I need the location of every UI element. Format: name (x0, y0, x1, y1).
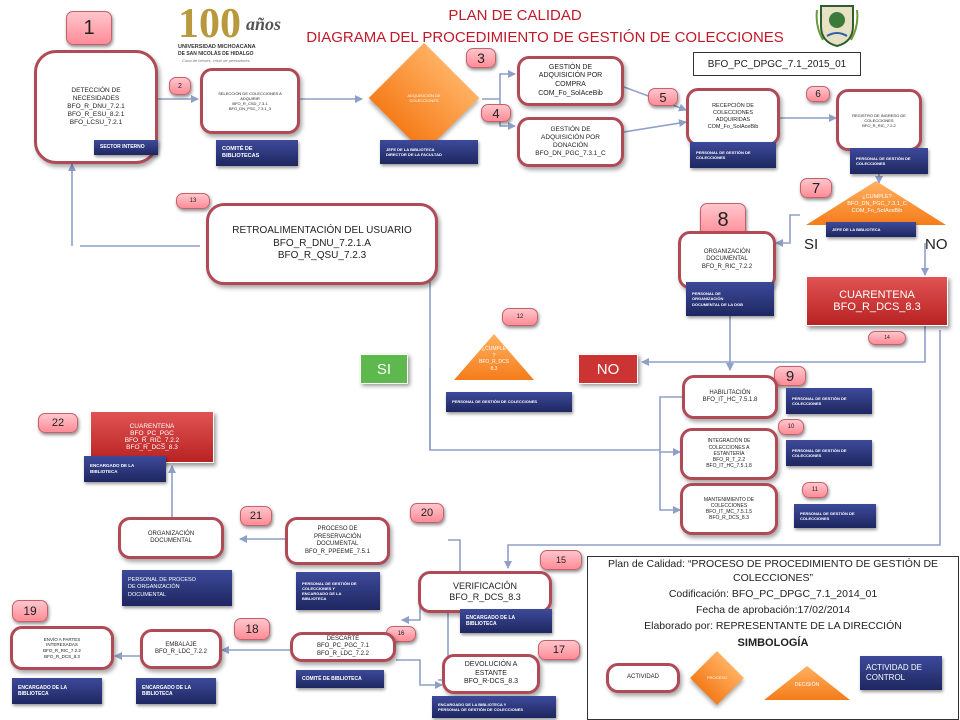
node-cuarentena-22: CUARENTENA BFO_PC_PGC BFO_R_RIC_7.2.2 BF… (90, 411, 214, 463)
role-personal-gestion-12: PERSONAL DE GESTIÓN DE COLECCIONES (446, 392, 572, 412)
legend-decision-shape (764, 666, 850, 700)
role-personal-proceso-21: PERSONAL DE PROCESO DE ORGANIZACIÓN DOCU… (122, 570, 232, 606)
logo-univ-line2: DE SAN NICOLÁS DE HIDALGO (178, 51, 254, 57)
node-envio-partes: ENVÍO A PARTES INTERESADAS BFO_R_RIC_7.2… (10, 626, 114, 670)
arrow-10-11 (659, 452, 681, 514)
node-adquisicion-compra: GESTIÓN DE ADQUISICIÓN POR COMPRA COM_Fo… (517, 56, 624, 106)
node-devolucion-estante: DEVOLUCIÓN A ESTANTE BFO_R-DCS_8.3 (442, 654, 540, 694)
badge-12: 12 (502, 308, 538, 326)
node-descarte: DESCARTE BFO_PC_PGC_7.1 BFO_R_LDC_7.2.2 (290, 632, 396, 662)
badge-13: 13 (176, 193, 210, 209)
role-comite-16: COMITÉ DE BIBLIOTECA (296, 670, 384, 688)
badge-3: 3 (466, 48, 496, 68)
role-jefe-biblioteca-7: JEFE DE LA BIBLIOTECA (826, 222, 916, 237)
node-verificacion: VERIFICACIÓN BFO_R_DCS_8.3 (418, 571, 552, 613)
legend-proceso-label: PROCESO (706, 675, 727, 680)
plan-info-line3: Fecha de aprobación:17/02/2014 (695, 604, 851, 616)
role-encargado-18: ENCARGADO DE LA BIBLIOTECA (136, 678, 216, 704)
label-no-7: NO (925, 236, 948, 253)
node-recepcion-colecciones: RECEPCIÓN DE COLECCIONES ADQUIRIDAS COM_… (686, 88, 780, 146)
badge-17: 17 (538, 640, 580, 660)
node-organizacion-documental-21: ORGANIZACIÓN DOCUMENTAL (118, 517, 224, 559)
page-subtitle: DIAGRAMA DEL PROCEDIMIENTO DE GESTIÓN DE… (306, 29, 784, 46)
role-personal-gestion-9: PERSONAL DE GESTIÓN DE COLECCIONES (786, 388, 872, 414)
logo-number: 100 (178, 1, 241, 47)
badge-19: 19 (12, 600, 48, 622)
page-title: PLAN DE CALIDAD (448, 7, 582, 24)
node-retroalimentacion-usuario: RETROALIMENTACIÓN DEL USUARIO BFO_R_DNU_… (206, 203, 438, 285)
arrow-15-20 (448, 539, 461, 577)
plan-info-line1: Plan de Calidad: “PROCESO DE PROCEDIMIEN… (607, 558, 939, 584)
arrow-loop-right (504, 330, 941, 569)
badge-11: 11 (802, 482, 828, 498)
node-registro-ingreso: REGISTRO DE INGRESO DE COLECCIONES BFO_R… (836, 89, 922, 151)
node-embalaje: EMBALAJE BFO_R_LDC_7.2.2 (140, 629, 222, 669)
badge-14: 14 (868, 331, 906, 345)
badge-20: 20 (410, 503, 444, 523)
badge-9: 9 (774, 366, 806, 386)
logo-univ-line1: UNIVERSIDAD MICHOACANA (178, 44, 256, 50)
role-personal-gestion-10: PERSONAL DE GESTIÓN DE COLECCIONES (786, 440, 872, 466)
badge-6: 6 (806, 86, 830, 102)
badge-18: 18 (234, 618, 270, 640)
label-si-7: SI (804, 236, 819, 253)
badge-5: 5 (648, 88, 678, 106)
badge-15: 15 (540, 550, 582, 570)
decision-cumple-12-label: ¿CUMPLE ? BFO_R_DCS 8.3 (478, 346, 509, 372)
badge-2: 2 (169, 77, 191, 95)
university-logo: 100 años UNIVERSIDAD MICHOACANA DE SAN N… (176, 1, 286, 63)
role-personal-gestion-11: PERSONAL DE GESTIÓN DE COLECCIONES (794, 504, 876, 528)
badge-4: 4 (481, 104, 511, 122)
arrow-4-5 (623, 119, 687, 133)
role-personal-gestion-6: PERSONAL DE GESTIÓN DE COLECCIONES (850, 148, 928, 174)
si-button-label: SI (376, 360, 392, 378)
no-button[interactable]: NO (578, 354, 638, 384)
simbologia-heading: SIMBOLOGÍA (737, 637, 809, 649)
badge-22: 22 (38, 413, 78, 433)
role-personal-organizacion: PERSONAL DE ORGANIZACIÓN DOCUMENTAL DE L… (686, 282, 774, 316)
node-habilitacion: HABILITACIÓN BFO_IT_HC_7.5.1.8 (682, 375, 778, 419)
node-integracion-estanteria: INTEGRACIÓN DE COLECCIONES A ESTANTERÍA … (680, 428, 778, 480)
plan-info-line4: Elaborado por: REPRESENTANTE DE LA DIREC… (644, 620, 902, 632)
legend-decision-label: DECISIÓN (794, 682, 820, 688)
role-encargado-19: ENCARGADO DE LA BIBLIOTECA (12, 678, 102, 704)
legend-actividad: ACTIVIDAD (606, 663, 680, 693)
decision-cumple-7 (806, 181, 946, 225)
plan-info-line2: Codificación: BFO_PC_DPGC_7.1_2014_01 (668, 588, 878, 600)
arrow-adq-3 (482, 70, 516, 100)
badge-7: 7 (800, 178, 832, 198)
node-organizacion-documental-8: ORGANIZACIÓN DOCUMENTAL BFO_R_RIC_7.2.2 (678, 231, 776, 289)
node-adquisicion-donacion: GESTIÓN DE ADQUISICIÓN POR DONACIÓN BFO_… (517, 117, 624, 167)
decision-cumple-12 (454, 334, 534, 380)
si-button[interactable]: SI (360, 354, 408, 384)
role-personal-20: PERSONAL DE GESTIÓN DE COLECCIONES Y ENC… (296, 572, 380, 610)
node-mantenimiento-colecciones: MANTENIMIENTO DE COLECCIONES BFO_IT_MC_7… (680, 483, 778, 535)
node-preservacion-documental: PROCESO DE PRESERVACIÓN DOCUMENTAL BFO_R… (285, 517, 390, 565)
arrow-16-17 (396, 659, 443, 689)
decision-cumple-7-label: ¿CUMPLE? BFO_DN_PGC_7.3.1_C COM_Fo_SolAc… (847, 194, 907, 215)
arrow-9-10 (659, 396, 682, 456)
role-jefe-director: JEFE DE LA BIBLIOTECA DIRECTOR DE LA FAC… (380, 140, 478, 164)
role-encargado-17: ENCARGADO DE LA BIBLIOTECA Y PERSONAL DE… (432, 696, 556, 718)
no-button-label: NO (596, 360, 620, 378)
role-comite-bibliotecas: COMITÉ DE BIBLIOTECAS (216, 140, 298, 166)
badge-21: 21 (240, 506, 272, 526)
arrow-cuarentena-14 (641, 326, 926, 366)
badge-1: 1 (66, 11, 112, 45)
doc-code-box: BFO_PC_DPGC_7.1_2015_01 (693, 52, 861, 76)
decision-adquisicion-label: ADQUISICIÓN DE COLECCIONES (407, 93, 441, 104)
role-encargado-15: ENCARGADO DE LA BIBLIOTECA (460, 609, 552, 633)
role-sector-interno: SECTOR INTERNO (94, 140, 158, 155)
role-encargado-22: ENCARGADO DE LA BIBLIOTECA (84, 456, 166, 482)
crest-icon (815, 5, 859, 48)
legend-actividad-control: ACTIVIDAD DE CONTROL (860, 656, 942, 690)
node-cuarentena-top: CUARENTENA BFO_R_DCS_8.3 (806, 276, 948, 326)
arrow-7-8 (775, 214, 800, 247)
node-seleccion-colecciones: SELECCIÓN DE COLECCIONES A ADQUIRIR BFO_… (200, 68, 300, 134)
logo-tagline: Cuna de héroes, crisol de pensadores (182, 58, 250, 63)
role-personal-gestion-5: PERSONAL DE GESTIÓN DE COLECCIONES (690, 142, 776, 168)
logo-anos: años (246, 14, 282, 34)
badge-10: 10 (778, 419, 804, 435)
